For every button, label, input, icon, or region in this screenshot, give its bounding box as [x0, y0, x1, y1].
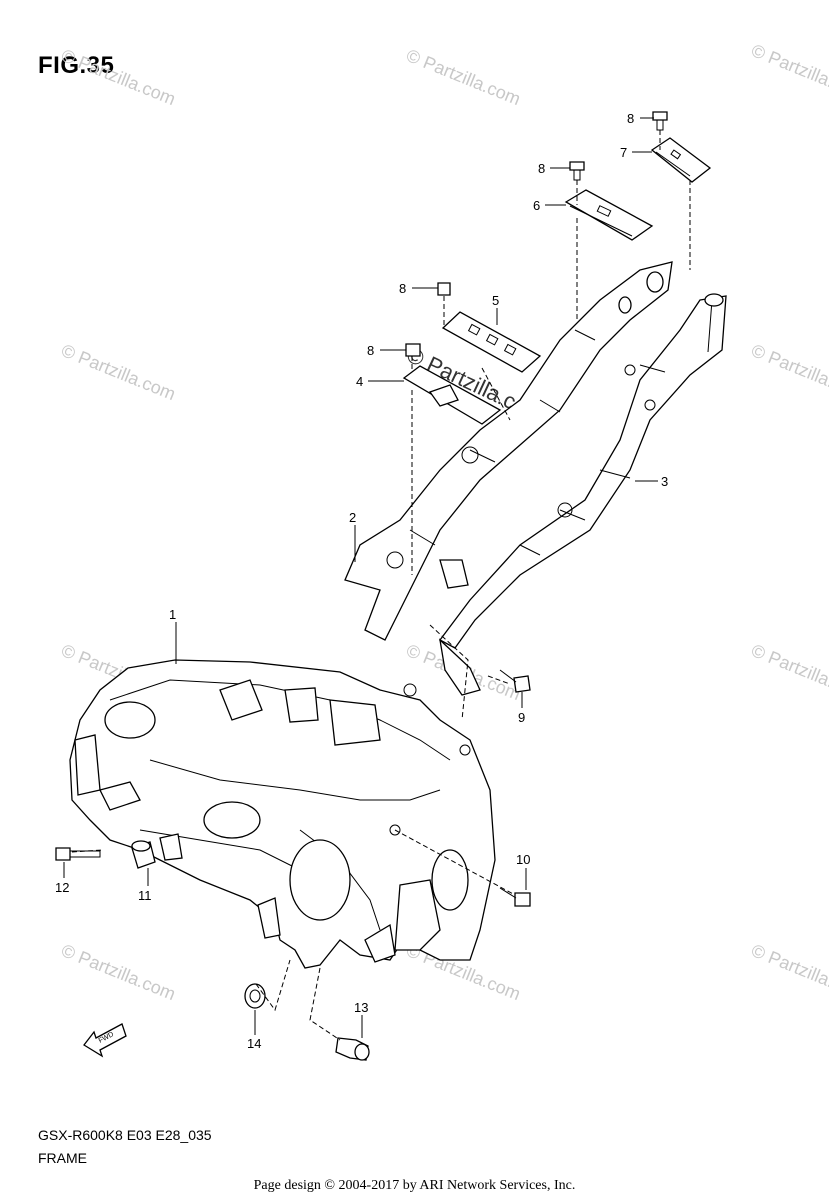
bolt-8-upper	[569, 161, 585, 181]
callout-8-lower: 8	[367, 343, 374, 358]
fwd-arrow-icon: FWD	[83, 1023, 127, 1058]
callout-3: 3	[661, 474, 668, 489]
copyright-footer: Page design © 2004-2017 by ARI Network S…	[253, 1178, 576, 1193]
guide-line	[71, 849, 103, 853]
watermark: © Partzilla.com	[59, 340, 179, 404]
callout-8-top: 8	[627, 111, 634, 126]
guide-line	[394, 829, 516, 896]
callout-11: 11	[138, 888, 152, 903]
bushing-11	[131, 840, 156, 869]
guide-line	[309, 967, 341, 1041]
callout-6: 6	[533, 198, 540, 213]
part-5-bracket	[441, 311, 542, 373]
callout-13: 13	[354, 1000, 368, 1015]
watermark: © Partzilla.com	[404, 45, 524, 109]
callout-5: 5	[492, 293, 499, 308]
model-code: GSX-R600K8 E03 E28_035	[38, 1127, 212, 1143]
part-6-bracket	[564, 189, 654, 241]
bolt-8-middle	[437, 282, 451, 296]
bolt-8-lower	[405, 343, 421, 357]
guide-line	[429, 624, 469, 721]
watermark: © Partzilla.com	[749, 640, 829, 704]
callout-2: 2	[349, 510, 356, 525]
callout-7: 7	[620, 145, 627, 160]
watermark: © Partzilla.com	[749, 940, 829, 1004]
watermark: © Partzilla.com	[59, 940, 179, 1004]
callout-14: 14	[247, 1036, 261, 1051]
callout-1: 1	[169, 607, 176, 622]
callout-10: 10	[516, 852, 530, 867]
part-4-bracket	[402, 365, 502, 425]
guide-line	[481, 367, 511, 421]
section-name: FRAME	[38, 1150, 87, 1166]
callout-9: 9	[518, 710, 525, 725]
bolt-12	[55, 847, 101, 861]
guide-line	[255, 959, 291, 1012]
part-1-main-frame	[69, 659, 496, 969]
figure-title: FIG.35	[38, 52, 115, 79]
watermark: © Partzilla.com	[749, 340, 829, 404]
washer-14	[244, 983, 266, 1009]
part-7-bracket	[650, 137, 712, 183]
watermark: © Partzilla.com	[749, 40, 829, 104]
callout-4: 4	[356, 374, 363, 389]
callout-12: 12	[55, 880, 69, 895]
guide-line	[487, 675, 511, 685]
bolt-13	[335, 1037, 370, 1061]
bolt-10	[499, 887, 531, 907]
part-2-left-rail	[344, 261, 673, 641]
watermark: © Partzilla.com	[59, 45, 179, 109]
bolt-8-top	[652, 111, 668, 131]
part-3-right-rail	[439, 293, 727, 696]
callout-8-upper: 8	[538, 161, 545, 176]
bolt-9	[499, 669, 531, 693]
callout-8-middle: 8	[399, 281, 406, 296]
